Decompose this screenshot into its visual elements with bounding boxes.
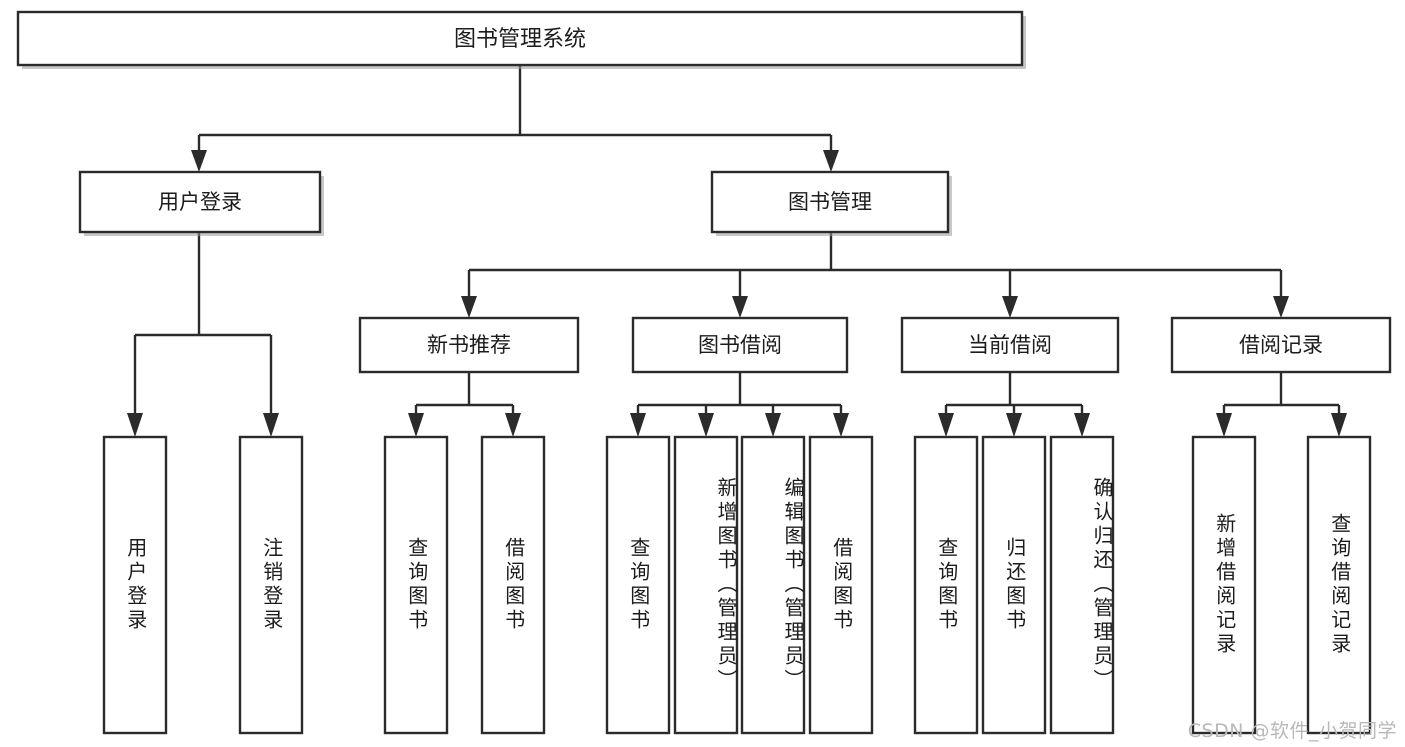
node-book-borrow[interactable] [631, 316, 849, 374]
arrow-head-leaf-book-borrow-0 [630, 413, 646, 437]
arrow-head-leaf-borrow-record-1 [1331, 413, 1347, 437]
leaf-book-borrow-3[interactable] [808, 435, 874, 735]
watermark-text: CSDN @软件_小贺同学 [1187, 720, 1397, 742]
arrow-head-user-login [191, 150, 207, 172]
arrow-head-level2-3 [1273, 296, 1289, 318]
node-book-manage-label: 图书管理 [788, 190, 872, 214]
leaf-user-login-1[interactable] [238, 435, 304, 735]
leaf-user-login-0[interactable] [102, 435, 168, 735]
arrow-head-level2-2 [1002, 296, 1018, 318]
arrow-head-leaf-current-borrow-0 [938, 413, 954, 437]
arrow-head-leaf-current-borrow-1 [1006, 413, 1022, 437]
node-layer: 图书管理系统 用户登录 图书管理 新书推荐 图书借阅 当前借阅 借阅记录 [16, 10, 1392, 735]
leaf-current-borrow-2[interactable] [1049, 435, 1115, 735]
connector-layer [127, 65, 1347, 437]
leaf-borrow-record-0[interactable] [1191, 435, 1257, 735]
leaf-borrow-record-1[interactable] [1306, 435, 1372, 735]
leaf-current-borrow-0[interactable] [913, 435, 979, 735]
node-current-borrow-label: 当前借阅 [968, 333, 1052, 357]
arrow-head-leaf-new-book-0 [408, 413, 424, 437]
node-current-borrow[interactable] [900, 316, 1120, 374]
leaf-book-borrow-0[interactable] [605, 435, 671, 735]
arrow-head-leaf-current-borrow-2 [1074, 413, 1090, 437]
node-book-borrow-label: 图书借阅 [698, 333, 782, 357]
leaf-book-borrow-2[interactable] [740, 435, 806, 735]
arrow-head-leaf-book-borrow-1 [698, 413, 714, 437]
node-book-manage[interactable] [710, 170, 950, 234]
leaf-new-book-0[interactable] [383, 435, 449, 735]
node-borrow-record[interactable] [1170, 316, 1392, 374]
arrow-head-level2-0 [461, 296, 477, 318]
arrow-head-leaf-borrow-record-0 [1216, 413, 1232, 437]
node-new-book-recommend[interactable] [358, 316, 580, 374]
leaf-book-borrow-1[interactable] [673, 435, 739, 735]
leaf-current-borrow-1[interactable] [981, 435, 1047, 735]
arrow-head-level2-1 [732, 296, 748, 318]
arrow-head-leaf-book-borrow-2 [765, 413, 781, 437]
arrow-head-book-manage [823, 150, 839, 172]
node-new-book-recommend-label: 新书推荐 [427, 333, 511, 357]
node-root-label: 图书管理系统 [454, 27, 586, 52]
arrow-head-leaf-user-login-0 [127, 413, 143, 437]
node-user-login-label: 用户登录 [158, 190, 242, 214]
leaf-new-book-1[interactable] [480, 435, 546, 735]
arrow-head-leaf-user-login-1 [263, 413, 279, 437]
node-root[interactable] [16, 10, 1024, 67]
arrow-head-leaf-book-borrow-3 [833, 413, 849, 437]
node-borrow-record-label: 借阅记录 [1239, 333, 1323, 357]
node-user-login[interactable] [78, 170, 322, 234]
arrow-head-leaf-new-book-1 [505, 413, 521, 437]
